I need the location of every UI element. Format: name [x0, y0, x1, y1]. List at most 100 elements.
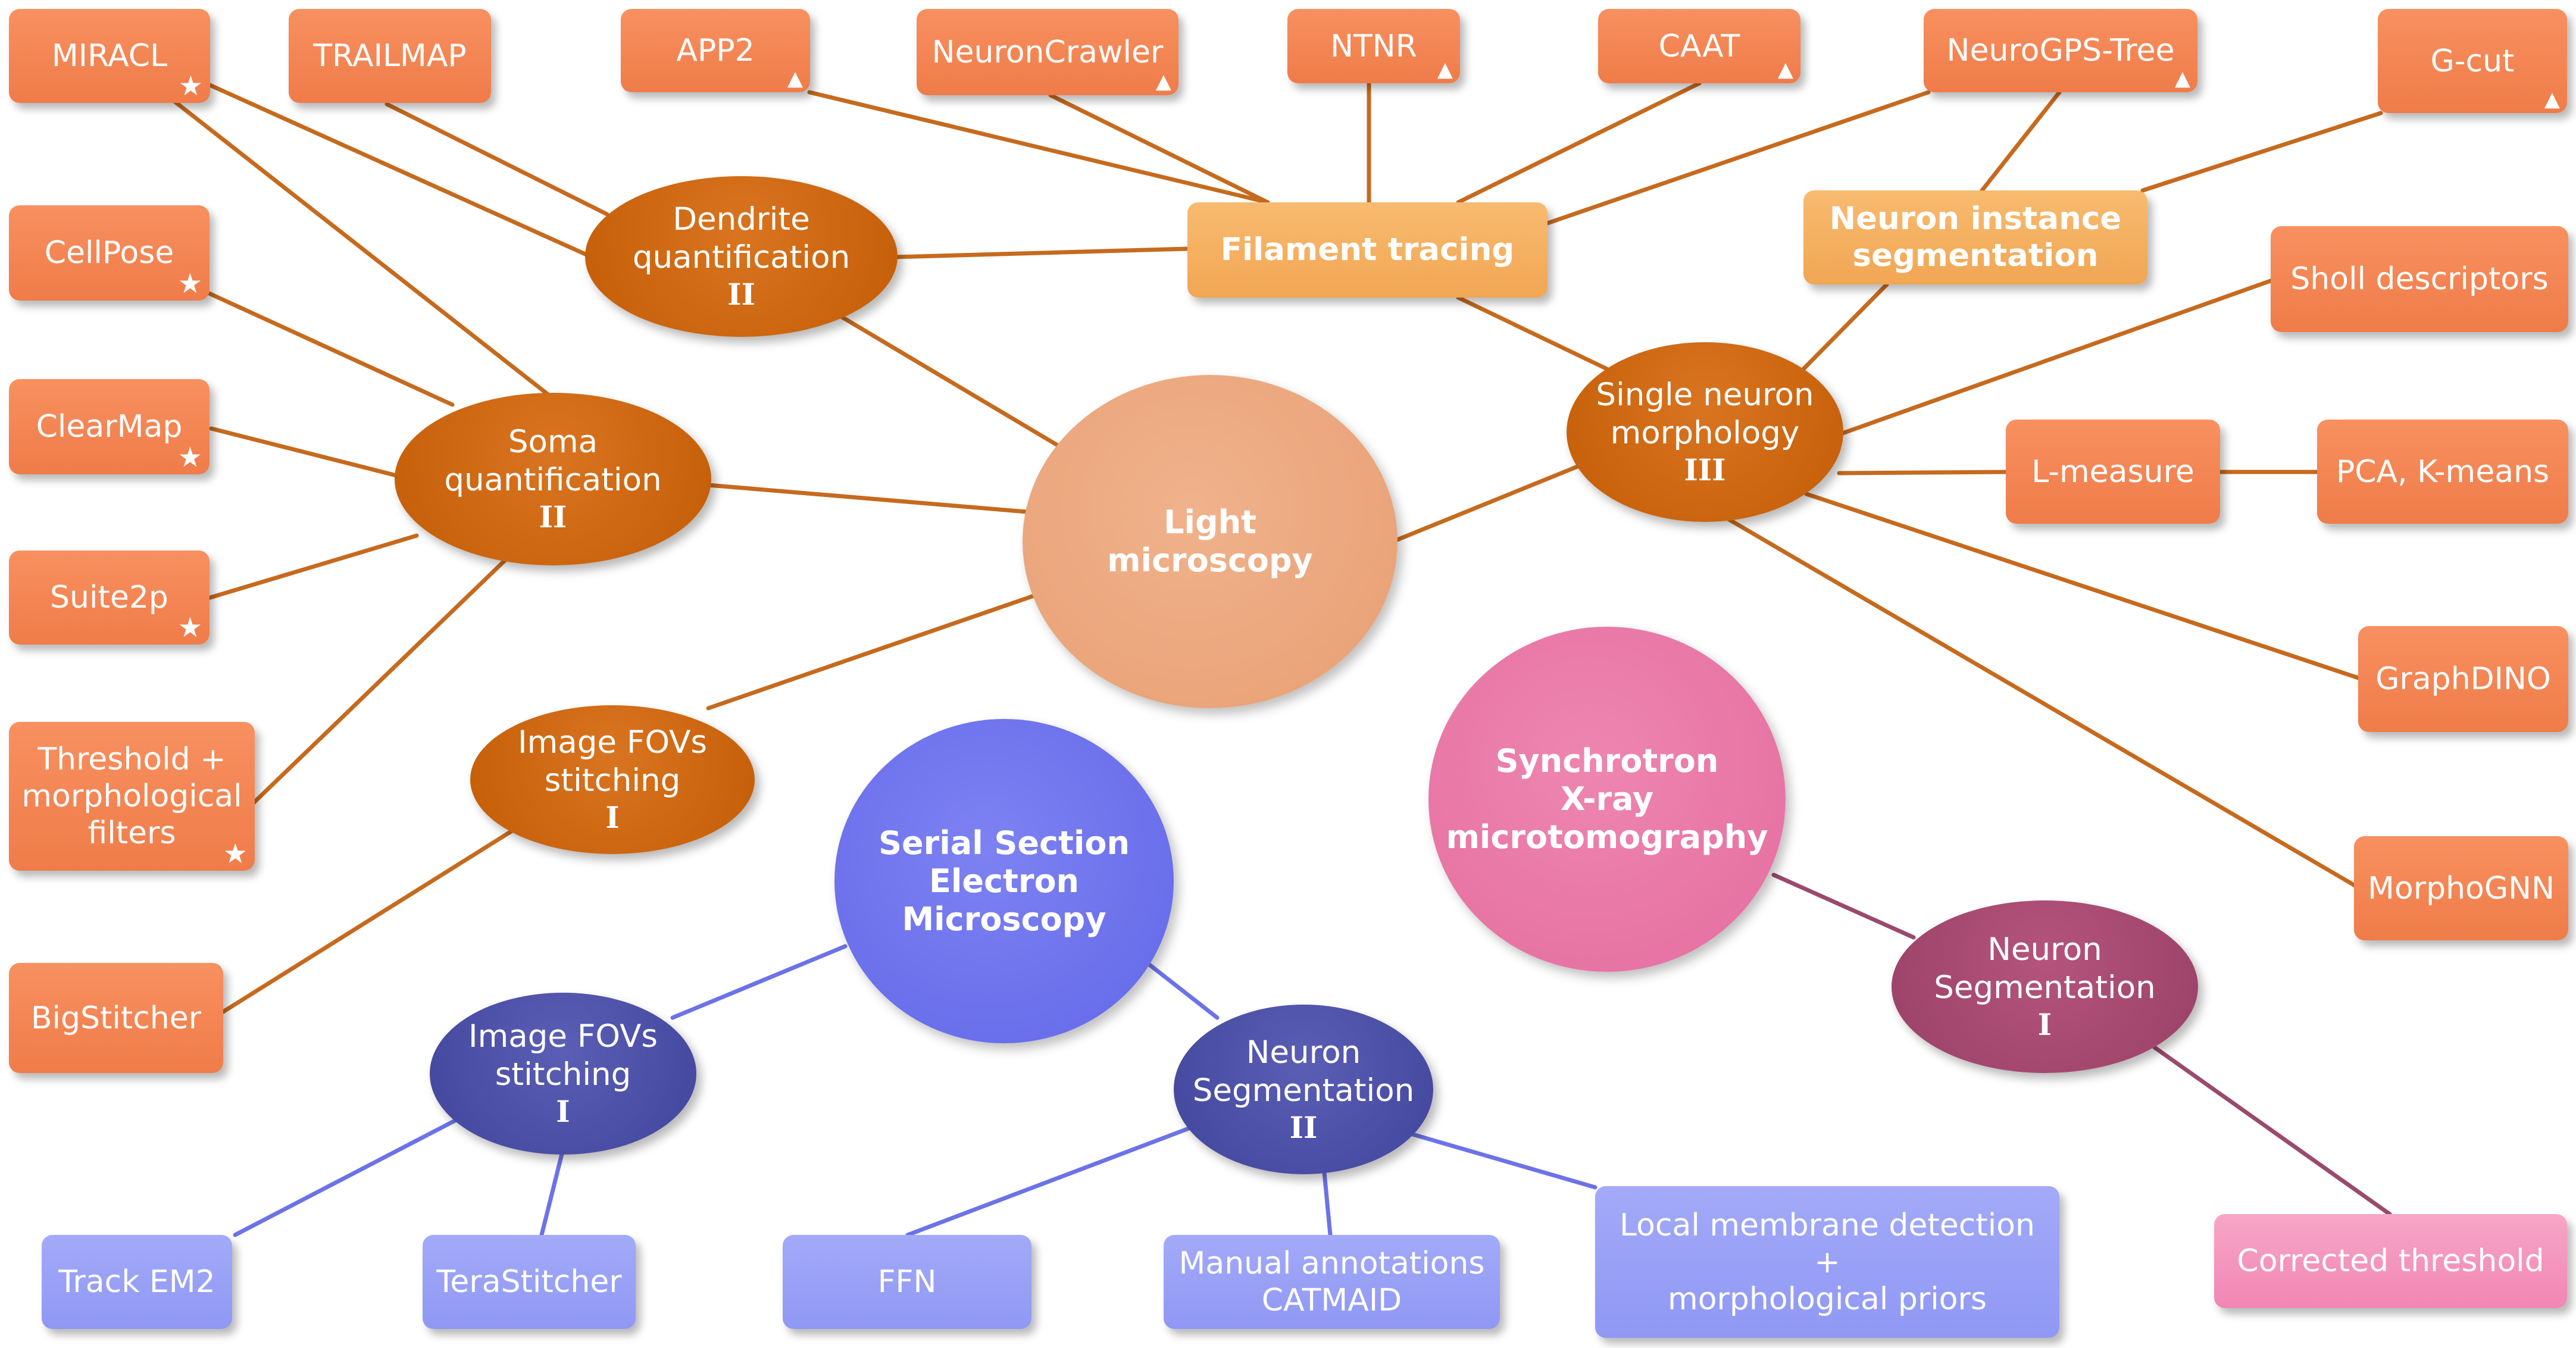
soma-quantification-level: II: [539, 499, 567, 534]
triangle-icon: ▲: [2174, 67, 2190, 90]
em-neuron-segmentation-label: Neuron Segmentation: [1192, 1034, 1415, 1109]
edge-light-soma: [706, 483, 1029, 514]
soma-quantification-label: Soma quantification: [444, 424, 662, 498]
tool-trailmap-label: TRAILMAP: [313, 38, 467, 74]
edge-filament-neurogps: [1545, 90, 1931, 226]
star-icon: ★: [178, 70, 203, 102]
light-fov-stitching-label: Image FOVs stitching: [518, 724, 707, 799]
tool-ffn-label: FFN: [877, 1264, 937, 1300]
tool-bigstitcher: BigStitcher: [9, 963, 223, 1073]
tool-terastitcher: TeraStitcher: [423, 1235, 636, 1329]
star-icon: ★: [177, 611, 202, 643]
tool-cellpose: CellPose ★: [9, 205, 210, 301]
edge-single-morphognn: [1724, 515, 2359, 889]
xray-neuron-segmentation-level: I: [2037, 1007, 2052, 1042]
edge-instance-single: [1801, 282, 1889, 371]
edge-em-fov: [670, 944, 848, 1020]
light-microscopy-hub: Light microscopy: [1023, 375, 1398, 708]
edge-light-single: [1390, 462, 1586, 544]
triangle-icon: ▲: [787, 67, 803, 90]
triangle-icon: ▲: [1437, 58, 1453, 82]
tool-morphognn-label: MorphoGNN: [2368, 870, 2555, 906]
tool-app2-label: APP2: [676, 33, 755, 68]
tool-morphognn: MorphoGNN: [2354, 836, 2568, 940]
tool-catmaid: Manual annotations CATMAID: [1164, 1235, 1500, 1329]
em-fov-stitching-node: Image FOVs stitching I: [430, 993, 696, 1155]
tool-membrane-detection-label: Local membrane detection + morphological…: [1620, 1207, 2035, 1317]
xray-neuron-segmentation-label: Neuron Segmentation: [1934, 931, 2156, 1006]
tool-clearmap-label: ClearMap: [36, 409, 183, 445]
tool-caat-label: CAAT: [1658, 28, 1740, 64]
edge-soma-suite2p: [206, 533, 419, 600]
edge-dendrite-filament: [890, 246, 1190, 259]
tool-track-em2: Track EM2: [42, 1235, 232, 1329]
em-fov-stitching-label: Image FOVs stitching: [468, 1018, 658, 1093]
tool-sholl-descriptors: Sholl descriptors: [2271, 226, 2568, 332]
tool-bigstitcher-label: BigStitcher: [30, 1000, 202, 1036]
tool-caat: CAAT ▲: [1598, 9, 1800, 83]
edge-light-dendrite: [837, 313, 1062, 449]
tool-ffn: FFN: [783, 1235, 1031, 1329]
light-fov-stitching-level: I: [605, 800, 620, 835]
dendrite-quantification-label: Dendrite quantification: [632, 201, 851, 276]
edge-soma-miracl: [164, 93, 556, 401]
edge-light-fov: [706, 593, 1038, 711]
tool-sholl-descriptors-label: Sholl descriptors: [2290, 261, 2549, 297]
tool-miracl-label: MIRACL: [51, 38, 168, 74]
electron-microscopy-hub: Serial Section Electron Microscopy: [834, 719, 1174, 1043]
edge-fov-bigstitcher: [221, 825, 520, 1014]
single-neuron-morphology-label: Single neuron morphology: [1596, 377, 1814, 451]
tool-g-cut: G-cut ▲: [2378, 9, 2567, 113]
tool-neurogps-tree: NeuroGPS-Tree ▲: [1924, 9, 2197, 92]
tool-clearmap: ClearMap ★: [9, 379, 210, 474]
tool-graphdino: GraphDINO: [2358, 626, 2568, 732]
em-fov-stitching-level: I: [556, 1094, 570, 1129]
tool-corrected-threshold: Corrected threshold: [2214, 1214, 2567, 1308]
triangle-icon: ▲: [2544, 87, 2560, 111]
xray-neuron-segmentation-node: Neuron Segmentation I: [1892, 900, 2198, 1073]
edge-instance-gcut: [2140, 111, 2383, 193]
xray-microtomography-hub: Synchrotron X-ray microtomography: [1428, 627, 1786, 972]
star-icon: ★: [177, 267, 202, 299]
soma-quantification-node: Soma quantification II: [395, 393, 711, 565]
edge-dendrite-miracl: [197, 78, 592, 258]
tool-neuroncrawler-label: NeuronCrawler: [931, 34, 1164, 70]
edge-em-seg: [1146, 962, 1220, 1020]
edge-seg-catmaid: [1322, 1170, 1333, 1237]
tool-threshold-filters-label: Threshold + morphological filters: [21, 742, 242, 851]
tool-corrected-threshold-label: Corrected threshold: [2237, 1243, 2544, 1279]
star-icon: ★: [177, 441, 202, 473]
tool-suite2p: Suite2p ★: [9, 551, 210, 645]
tool-l-measure-label: L-measure: [2031, 453, 2194, 490]
tool-app2: APP2 ▲: [621, 9, 810, 92]
edge-soma-clearmap: [209, 426, 401, 478]
tool-track-em2-label: Track EM2: [58, 1264, 215, 1300]
single-neuron-morphology-node: Single neuron morphology III: [1567, 342, 1843, 522]
edge-xray-seg: [1771, 872, 1916, 940]
tool-suite2p-label: Suite2p: [50, 580, 168, 615]
filament-tracing-category: Filament tracing: [1187, 202, 1548, 298]
neuron-instance-segmentation-category: Neuron instance segmentation: [1803, 190, 2147, 284]
tool-neuroncrawler: NeuronCrawler ▲: [917, 9, 1178, 95]
edge-instance-neurogps: [1980, 90, 2062, 193]
edge-soma-cellpose: [203, 289, 455, 407]
edge-fov-terastitcher: [539, 1149, 565, 1237]
edge-filament-app2: [807, 90, 1270, 205]
tool-g-cut-label: G-cut: [2430, 43, 2515, 79]
triangle-icon: ▲: [1155, 70, 1171, 93]
tool-miracl: MIRACL ★: [9, 9, 210, 103]
tool-ntnr-label: NTNR: [1330, 28, 1417, 64]
edge-single-graphdino: [1804, 492, 2362, 681]
edge-filament-caat: [1456, 81, 1702, 205]
tool-membrane-detection: Local membrane detection + morphological…: [1595, 1186, 2059, 1338]
star-icon: ★: [223, 837, 248, 870]
tool-terastitcher-label: TeraStitcher: [436, 1264, 622, 1300]
tool-trailmap: TRAILMAP: [289, 9, 491, 103]
edge-seg-corrected: [2152, 1045, 2392, 1216]
edge-single-sholl: [1837, 277, 2276, 437]
edge-filament-neuroncrawler: [1048, 93, 1270, 205]
tool-graphdino-label: GraphDINO: [2375, 661, 2551, 697]
em-neuron-segmentation-node: Neuron Segmentation II: [1174, 1005, 1433, 1174]
